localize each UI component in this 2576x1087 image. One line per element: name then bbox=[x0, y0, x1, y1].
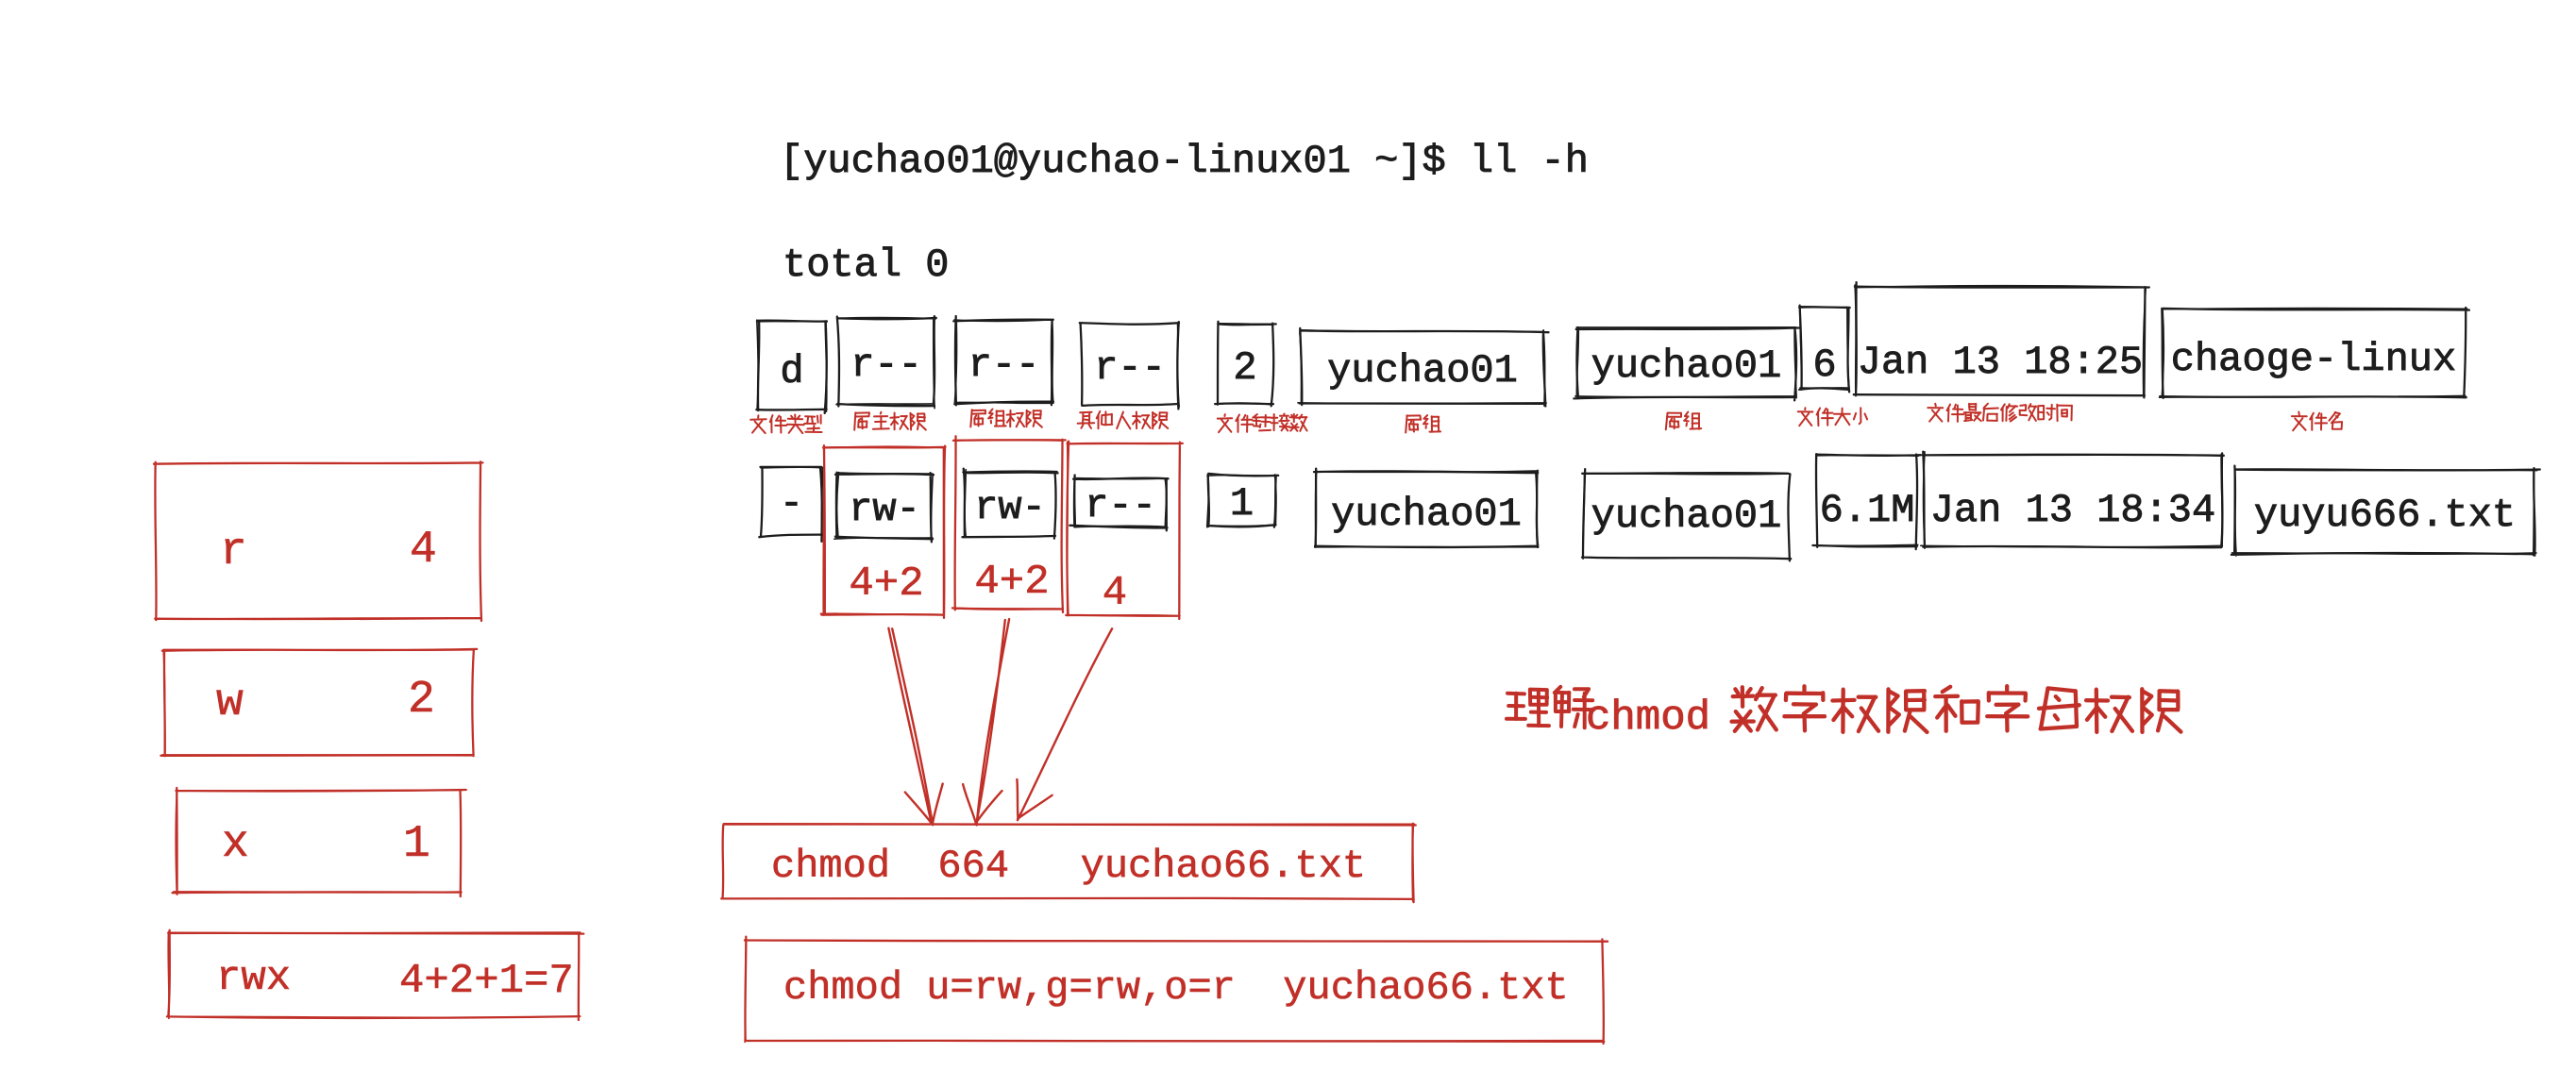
svg-text:rw-: rw- bbox=[849, 487, 920, 532]
svg-text:chmod 664 yuchao66.txt: chmod 664 yuchao66.txt bbox=[771, 844, 1366, 889]
svg-text:6: 6 bbox=[1812, 343, 1836, 388]
svg-text:4: 4 bbox=[1103, 570, 1127, 617]
svg-text:yuchao01: yuchao01 bbox=[1591, 343, 1782, 389]
svg-text:r--: r-- bbox=[968, 343, 1040, 388]
svg-text:Jan 13 18:34: Jan 13 18:34 bbox=[1930, 488, 2215, 533]
svg-text:r--: r-- bbox=[1094, 345, 1166, 391]
svg-text:x: x bbox=[222, 819, 249, 870]
svg-text:6.1M: 6.1M bbox=[1820, 488, 1915, 533]
svg-text:yuchao01: yuchao01 bbox=[1327, 348, 1518, 393]
svg-text:d: d bbox=[780, 349, 803, 394]
svg-text:yuchao01: yuchao01 bbox=[1591, 493, 1782, 539]
svg-text:chaoge-linux: chaoge-linux bbox=[2171, 337, 2456, 382]
svg-text:r--: r-- bbox=[850, 343, 922, 388]
svg-text:total 0: total 0 bbox=[783, 242, 949, 288]
svg-text:2: 2 bbox=[1233, 345, 1256, 391]
svg-text:yuyu666.txt: yuyu666.txt bbox=[2254, 493, 2516, 538]
svg-text:rw-: rw- bbox=[974, 485, 1046, 530]
svg-text:chmod u=rw,g=rw,o=r yuchao66.: chmod u=rw,g=rw,o=r yuchao66.txt bbox=[783, 965, 1569, 1011]
svg-text:4: 4 bbox=[410, 525, 437, 576]
svg-text:4+2: 4+2 bbox=[849, 560, 923, 608]
svg-text:w: w bbox=[216, 677, 244, 728]
svg-text:yuchao01: yuchao01 bbox=[1331, 492, 1522, 537]
svg-text:chmod: chmod bbox=[1586, 694, 1710, 742]
svg-text:4+2: 4+2 bbox=[974, 559, 1049, 606]
svg-text:rwx: rwx bbox=[216, 955, 291, 1002]
svg-text:4+2+1=7: 4+2+1=7 bbox=[399, 958, 574, 1005]
svg-text:1: 1 bbox=[403, 819, 430, 870]
svg-text:1: 1 bbox=[1230, 481, 1254, 527]
svg-text:-: - bbox=[780, 481, 803, 527]
svg-text:r: r bbox=[220, 527, 247, 577]
svg-text:r--: r-- bbox=[1085, 483, 1156, 528]
svg-text:[yuchao01@yuchao-linux01 ~]$ l: [yuchao01@yuchao-linux01 ~]$ ll -h bbox=[780, 139, 1589, 184]
svg-text:Jan 13 18:25: Jan 13 18:25 bbox=[1858, 340, 2143, 385]
svg-text:2: 2 bbox=[408, 675, 435, 726]
